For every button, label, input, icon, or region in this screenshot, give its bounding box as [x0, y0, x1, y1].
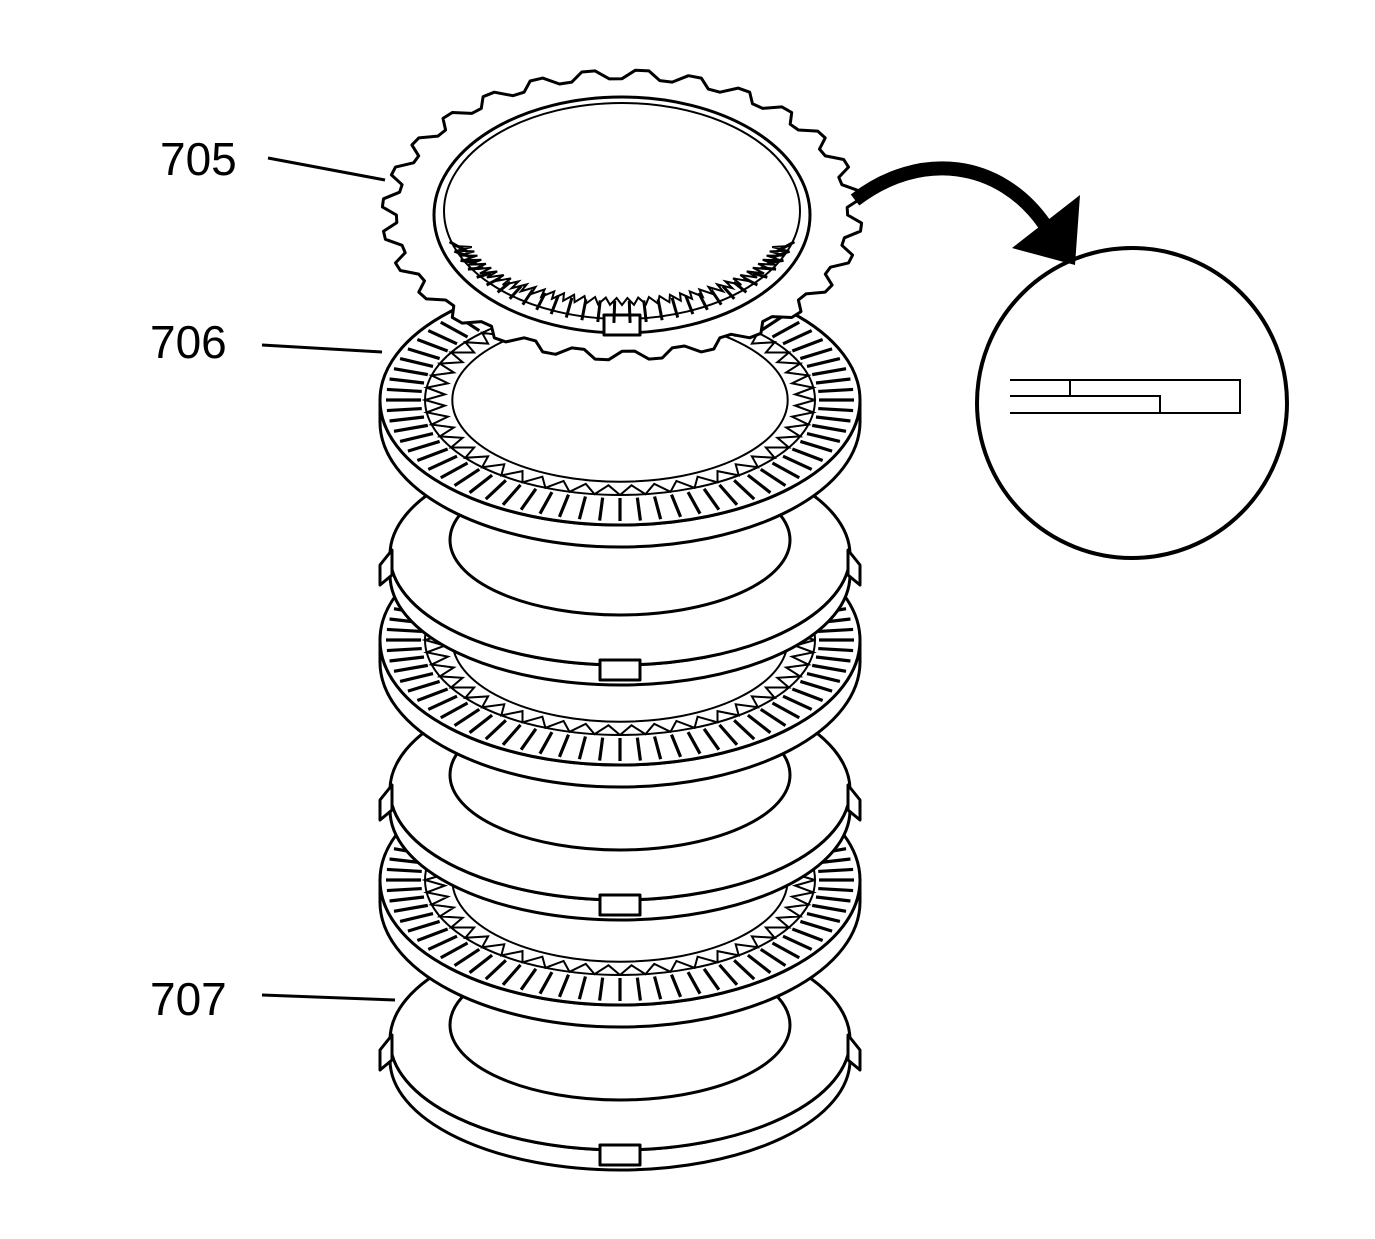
- callout-706: 706: [150, 316, 383, 368]
- callout-label-705: 705: [160, 133, 237, 185]
- detail-view: [975, 246, 1289, 560]
- curved-arrow-icon: [850, 161, 1080, 265]
- callout-label-707: 707: [150, 973, 227, 1025]
- detail-magnifier-circle: [975, 246, 1289, 560]
- pressure-plate-top: [380, 68, 864, 362]
- callout-707: 707: [150, 973, 396, 1025]
- callout-label-706: 706: [150, 316, 227, 368]
- callout-705: 705: [160, 133, 386, 185]
